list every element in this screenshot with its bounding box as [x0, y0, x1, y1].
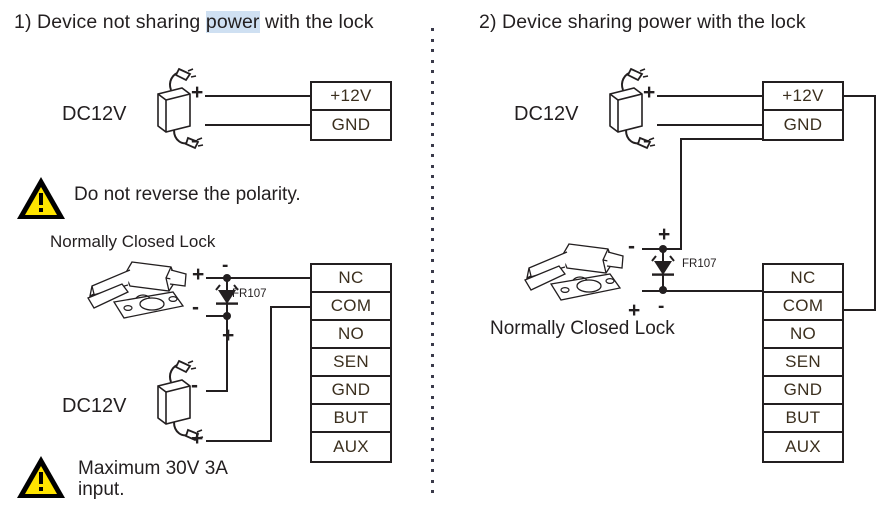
wire-gnd-branch-top — [680, 138, 764, 140]
wire-supply-plus-to-12v — [657, 95, 762, 97]
terminal-row-gnd[interactable]: GND — [783, 115, 823, 134]
panel-1-title-highlighted-word: power — [205, 11, 260, 33]
terminal-row-sen[interactable]: SEN — [312, 349, 390, 377]
panel-1-power-supply-label-top: DC12V — [62, 103, 127, 125]
panel-1-lock-minus-sign: - — [192, 296, 199, 319]
panel-1-supply-plus-sign: + — [191, 81, 204, 104]
warning-text-polarity: Do not reverse the polarity. — [74, 184, 301, 205]
diagram-panel-not-sharing-power: 1) Device not sharing power with the loc… — [0, 0, 433, 525]
panel-1-diode-plus-sign: + — [222, 324, 235, 347]
panel-1-title-suffix: with the lock — [259, 11, 374, 33]
terminal-row-aux[interactable]: AUX — [785, 437, 821, 456]
panel-1-supply2-plus-sign: + — [191, 427, 204, 450]
panel-2-supply-plus-sign: + — [643, 81, 656, 104]
power-adapter-icon — [590, 67, 660, 153]
wire-gnd-branch-vertical — [680, 138, 682, 250]
wire-lock-minus-rail — [206, 315, 228, 317]
panel-1-supply-minus-sign: - — [191, 129, 198, 152]
wire-supply2-plus-riser — [270, 306, 272, 442]
panel-2-lock-plus-sign: + — [628, 299, 641, 322]
junction-dot-top — [223, 274, 231, 282]
terminal-row-gnd[interactable]: GND — [331, 115, 371, 134]
panel-2-title: 2) Device sharing power with the lock — [479, 11, 806, 33]
wire-12v-loop-to-com — [844, 309, 876, 311]
panel-2-supply-minus-sign: - — [643, 129, 650, 152]
terminal-row-gnd[interactable]: GND — [312, 377, 390, 405]
warning-triangle-icon — [16, 455, 66, 499]
panel-2-main-terminal-block: NC COM NO SEN GND BUT AUX — [762, 263, 844, 463]
wire-supply2-minus — [206, 390, 228, 392]
terminal-row-com[interactable]: COM — [764, 293, 842, 321]
panel-1-lock-plus-sign: + — [192, 263, 205, 286]
terminal-row-gnd[interactable]: GND — [764, 377, 842, 405]
power-adapter-icon — [138, 359, 208, 445]
electric-strike-lock-icon — [70, 258, 195, 320]
terminal-row-but[interactable]: BUT — [764, 405, 842, 433]
wire-supply2-plus-to-com — [270, 306, 312, 308]
panel-1-lock-label: Normally Closed Lock — [50, 232, 216, 251]
panel-2-lock-minus-sign: - — [628, 235, 635, 258]
panel-1-diode-minus-sign: - — [222, 255, 229, 276]
terminal-row-no[interactable]: NO — [312, 321, 390, 349]
panel-divider — [431, 28, 434, 498]
junction-dot-top — [659, 245, 667, 253]
panel-2-diode-minus-sign: - — [658, 296, 665, 317]
panel-2-power-supply-label: DC12V — [514, 103, 579, 125]
power-adapter-icon — [138, 67, 208, 153]
terminal-row-12v[interactable]: +12V — [764, 83, 842, 111]
panel-2-lock-label: Normally Closed Lock — [490, 318, 675, 339]
wire-lock-plus-to-nc — [206, 277, 310, 279]
panel-1-power-terminal-block: +12V GND — [310, 81, 392, 141]
wire-12v-loop-vertical — [874, 95, 876, 311]
terminal-row-nc[interactable]: NC — [312, 265, 390, 293]
panel-1-main-terminal-block: NC COM NO SEN GND BUT AUX — [310, 263, 392, 463]
warning-text-maximum-input: Maximum 30V 3A input. — [78, 458, 227, 501]
wire-supply-minus-to-gnd — [205, 124, 310, 126]
wire-supply2-plus — [206, 440, 272, 442]
terminal-row-aux[interactable]: AUX — [333, 437, 369, 456]
wire-supply-minus-to-gnd — [657, 124, 762, 126]
terminal-row-12v[interactable]: +12V — [312, 83, 390, 111]
panel-1-supply2-minus-sign: - — [191, 374, 198, 397]
wire-supply-plus-to-12v — [205, 95, 310, 97]
terminal-row-no[interactable]: NO — [764, 321, 842, 349]
electric-strike-lock-icon — [507, 240, 632, 302]
panel-1-power-supply-label-bottom: DC12V — [62, 395, 127, 417]
panel-2-power-terminal-block: +12V GND — [762, 81, 844, 141]
terminal-row-nc[interactable]: NC — [764, 265, 842, 293]
warning-triangle-icon — [16, 176, 66, 220]
wire-12v-loop-top — [844, 95, 876, 97]
terminal-row-but[interactable]: BUT — [312, 405, 390, 433]
wire-lock-plus-to-nc — [642, 290, 762, 292]
terminal-row-sen[interactable]: SEN — [764, 349, 842, 377]
diode-icon — [647, 254, 677, 282]
panel-2-diode-plus-sign: + — [658, 223, 671, 246]
panel-1-diode-label: FR107 — [232, 288, 267, 300]
terminal-row-com[interactable]: COM — [312, 293, 390, 321]
diode-icon — [211, 283, 241, 311]
panel-2-diode-label: FR107 — [682, 258, 717, 270]
wire-supply2-minus-riser — [226, 315, 228, 392]
panel-1-title-prefix: 1) Device not sharing — [14, 11, 206, 33]
panel-1-title: 1) Device not sharing power with the loc… — [14, 11, 374, 34]
diagram-panel-sharing-power: 2) Device sharing power with the lock DC… — [452, 0, 885, 525]
